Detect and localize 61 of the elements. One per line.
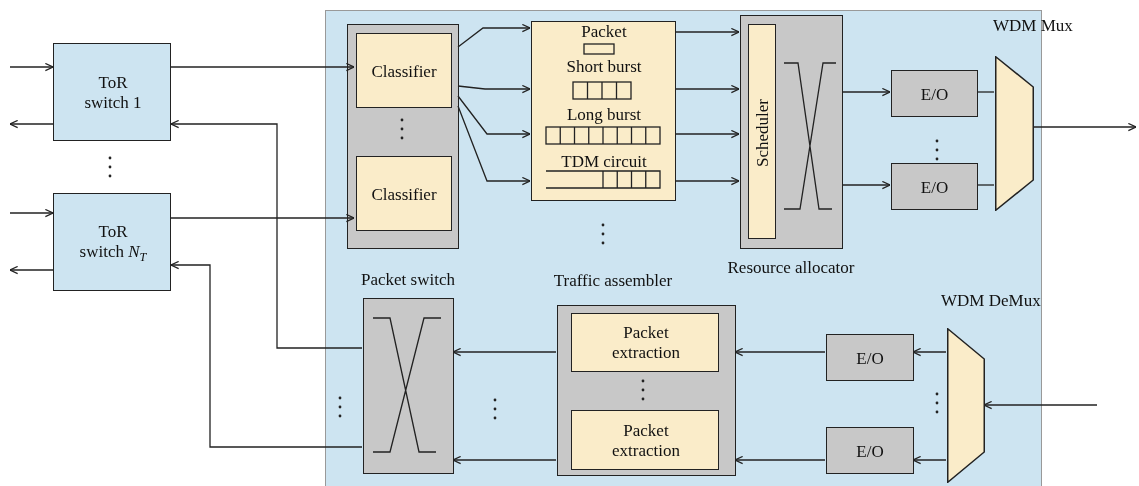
arrow [912, 455, 947, 465]
node-label: E/O [855, 348, 885, 369]
node-label: Packet [580, 22, 628, 42]
caption-label: WDM Mux [993, 16, 1074, 36]
arrow [170, 119, 363, 349]
arrow [1032, 122, 1137, 132]
arrow [912, 347, 947, 357]
section-label: Traffic assembler [552, 271, 674, 291]
arrow [9, 265, 54, 275]
arrow [674, 84, 740, 94]
classifier-group-box [347, 24, 459, 249]
node-label: E/O [919, 177, 950, 198]
arrow [841, 87, 891, 97]
node-label: Long burst [565, 105, 643, 125]
arrow [457, 105, 531, 186]
arrow [170, 213, 355, 223]
node-label: Short burst [565, 57, 643, 77]
arrow [9, 208, 54, 218]
arrow [457, 23, 531, 48]
converter-box [891, 70, 978, 117]
arrow [457, 95, 531, 139]
node-label: Classifier [370, 61, 438, 82]
traffic-assembler-box [531, 21, 676, 201]
node-label: E/O [919, 84, 950, 105]
arrow [841, 180, 891, 190]
arrow [9, 119, 54, 129]
node-label: Packet extraction [611, 421, 681, 461]
arrow [452, 347, 557, 357]
converter-box [826, 427, 914, 474]
node-label: Packet extraction [611, 323, 681, 363]
arrow [674, 129, 740, 139]
arrow [457, 84, 531, 94]
packet-switch-box [363, 298, 454, 474]
extraction-group-box [557, 305, 736, 476]
switch-box [53, 43, 171, 141]
arrow [674, 27, 740, 37]
arrow [734, 455, 826, 465]
node-label: TDM circuit [560, 152, 648, 172]
node-label: ToR switch 1 [83, 73, 143, 113]
node-label: E/O [855, 441, 885, 462]
node-label: Classifier [370, 184, 438, 205]
switch-box [53, 193, 171, 291]
scheduler-box [748, 24, 776, 239]
converter-box [891, 163, 978, 210]
vertical-label: Scheduler [753, 98, 773, 167]
node-label: ToR switch N$_{T}$ [78, 222, 148, 264]
converter-box [826, 334, 914, 381]
extraction-box [571, 313, 719, 372]
arrow [170, 62, 355, 72]
arrow [170, 260, 363, 448]
extraction-box [571, 410, 719, 470]
caption-label: WDM DeMux [941, 291, 1042, 311]
arrow [674, 176, 740, 186]
classifier-box [356, 33, 452, 108]
caption-label: Resource allocator [726, 258, 856, 278]
arrow [452, 455, 557, 465]
section-label: Packet switch [360, 270, 456, 290]
arrow [734, 347, 826, 357]
classifier-box [356, 156, 452, 231]
arrow [9, 62, 54, 72]
arrow [983, 400, 1098, 410]
